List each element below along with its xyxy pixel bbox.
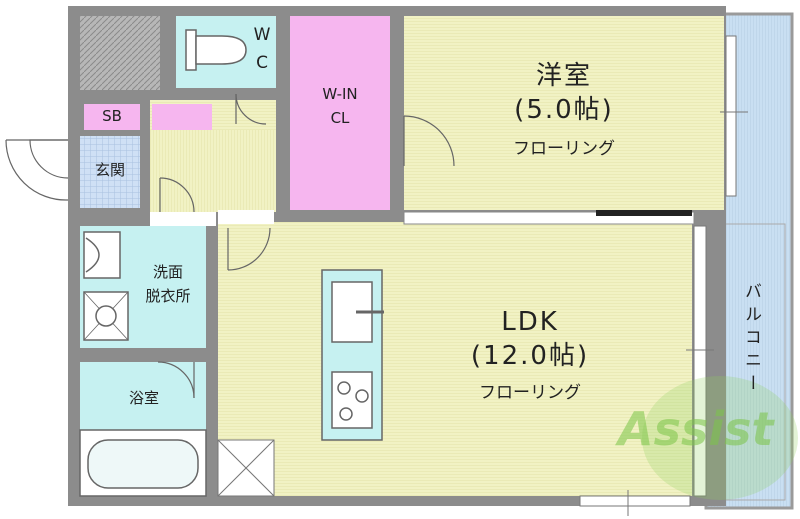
balcony-inner [716,223,786,501]
washroom-label-1: 洗面 [152,263,183,281]
shoe-box [84,104,140,130]
western-room-floor [404,16,724,210]
bath-label: 浴室 [128,389,159,407]
wc-label-1: W [253,25,271,45]
walkin-closet-label-1: W-IN [322,85,358,103]
shoe-box-label: SB [102,107,122,125]
walkin-closet-floor [290,16,390,210]
entrance-floor [80,136,140,208]
ldk-floor-type: フローリング [479,383,581,403]
balcony-label: バルコニー [741,282,761,397]
washroom-label-2: 脱衣所 [145,287,191,305]
western-room-name: 洋室 [535,61,592,91]
window-bar [596,210,692,216]
bathtub-icon [79,429,207,497]
toilet-icon [185,29,247,71]
ldk-floor [218,222,692,496]
entrance-label: 玄関 [94,161,125,179]
western-room-floor-type: フローリング [513,139,615,159]
washer-space-icon [83,291,129,341]
ldk-size: (12.0帖) [470,341,590,371]
walkin-closet-label-2: CL [330,109,350,127]
shaft [80,16,160,90]
shoe-box-2 [152,104,212,130]
kitchen-counter [321,269,384,441]
fridge-space-icon [217,439,275,497]
balcony-window [579,35,748,516]
wc-label-2: C [256,53,268,73]
washbasin-icon [83,231,121,279]
western-room-size: (5.0帖) [514,95,614,125]
door-swings [5,93,455,399]
ldk-name: LDK [501,307,559,337]
